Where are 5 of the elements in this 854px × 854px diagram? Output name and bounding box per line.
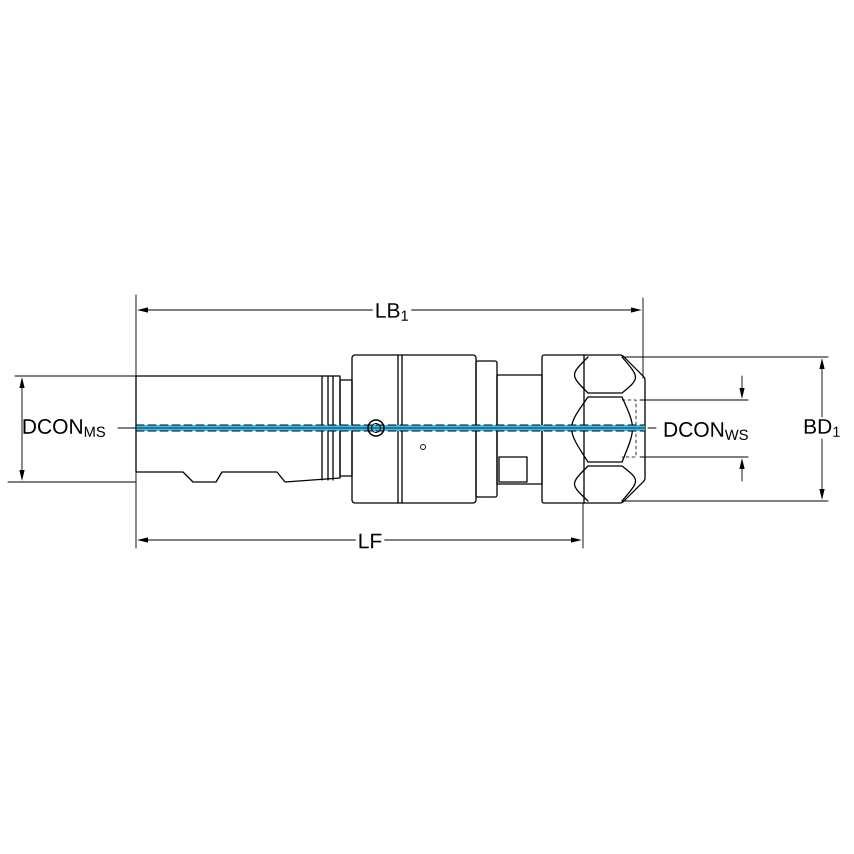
dimension-label: LB$_{1}$ bbox=[372, 301, 412, 323]
dimension-label: LF bbox=[356, 532, 384, 550]
dimension-label: DCON$_{WS}$ bbox=[664, 422, 748, 440]
dimension-label: BD$_{1}$ bbox=[801, 417, 843, 439]
dimension-label: DCON$_{MS}$ bbox=[24, 419, 106, 437]
